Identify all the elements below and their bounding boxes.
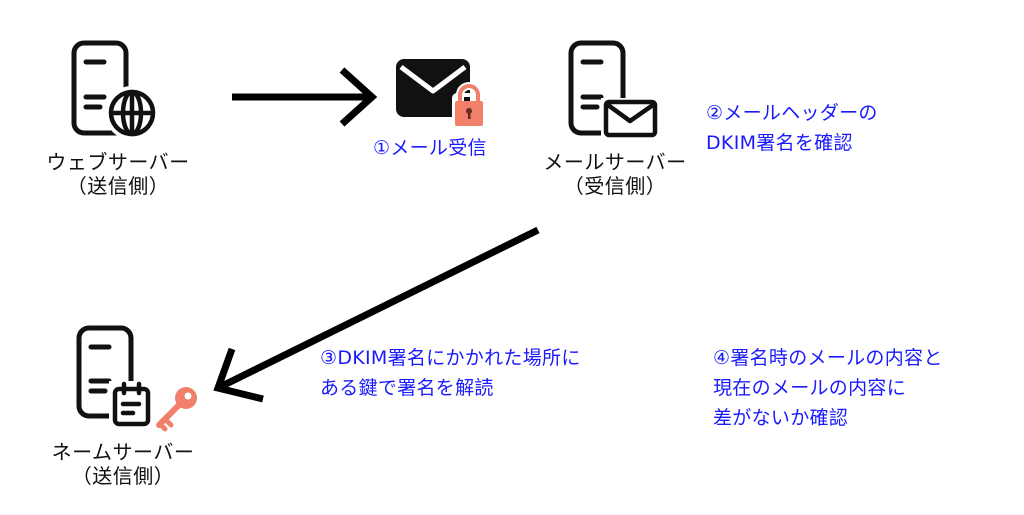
step2-line-2: DKIM署名を確認 (706, 132, 853, 154)
server-envelope-icon (568, 40, 659, 138)
step2-line-1: ②メールヘッダーの (706, 102, 878, 124)
step4-line-1: ④署名時のメールの内容と (713, 347, 943, 369)
web-server-name: ウェブサーバー (46, 150, 190, 174)
step1-line-1: ①メール受信 (373, 137, 487, 159)
name-server-name: ネームサーバー (51, 440, 195, 464)
mail-server-role: （受信側） (563, 174, 667, 198)
step4-text: ④署名時のメールの内容と 現在のメールの内容に 差がないか確認 (713, 343, 943, 433)
step4-line-3: 差がないか確認 (713, 407, 849, 429)
step2-text: ②メールヘッダーの DKIM署名を確認 (706, 98, 878, 158)
step3-text: ③DKIM署名にかかれた場所に ある鍵で署名を解読 (320, 343, 581, 403)
lock-icon (452, 82, 485, 129)
step4-line-2: 現在のメールの内容に (713, 377, 907, 399)
mail-server-name: メールサーバー (543, 150, 687, 174)
key-icon (156, 387, 197, 432)
step3-line-2: ある鍵で署名を解読 (320, 377, 494, 399)
step3-line-1: ③DKIM署名にかかれた場所に (320, 347, 581, 369)
name-server-role: （送信側） (71, 464, 175, 488)
web-server-label: ウェブサーバー （送信側） (28, 150, 208, 198)
mail-server-label: メールサーバー （受信側） (525, 150, 705, 198)
step1-text: ①メール受信 (373, 133, 487, 163)
name-server-label: ネームサーバー （送信側） (33, 440, 213, 488)
arrow-mail-to-nameserver (213, 226, 540, 403)
web-server-role: （送信側） (66, 174, 170, 198)
server-notepad-icon (76, 325, 197, 432)
server-globe-icon (71, 40, 159, 140)
envelope-lock-icon (396, 59, 485, 129)
arrow-web-to-mail (232, 67, 378, 127)
